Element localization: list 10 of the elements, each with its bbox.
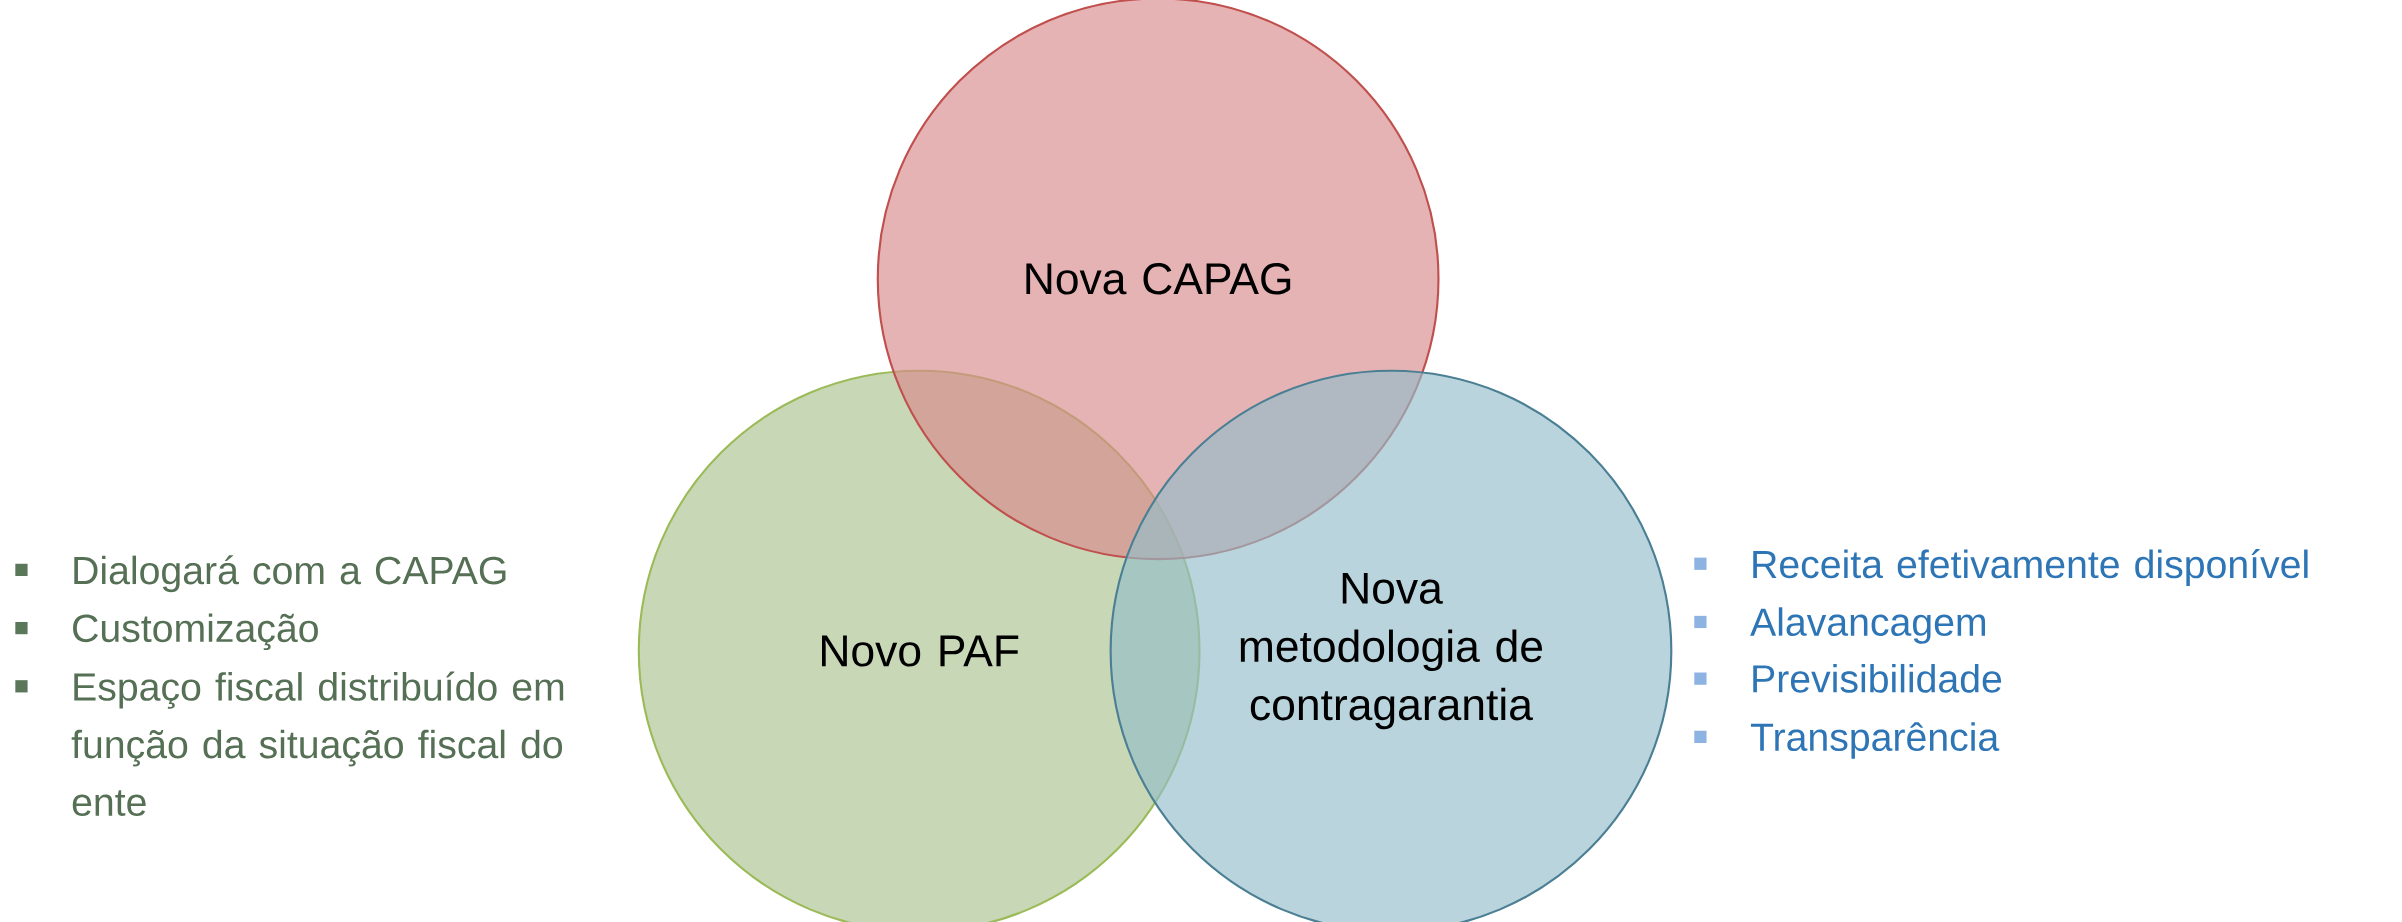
circle-label: Novo PAF xyxy=(822,635,1019,667)
bullet-text: Previsibilidade xyxy=(1753,663,2002,693)
bullet-text: Customização xyxy=(73,613,318,650)
bullet-text: Transparência xyxy=(1750,722,2000,759)
bullet-text: Receita efetivamente disponível xyxy=(1753,548,2308,586)
bullet-text: Alavancagem xyxy=(1750,607,1986,644)
circle-label: Nova CAPAG xyxy=(1026,263,1291,295)
circle-label: Nova metodologia de contragarantia xyxy=(1240,572,1543,730)
bullet-text: Dialogará com a CAPAG xyxy=(74,555,506,593)
bullet-text: Espaço fiscal distribuído em função da situação fiscal do ente xyxy=(71,671,564,816)
